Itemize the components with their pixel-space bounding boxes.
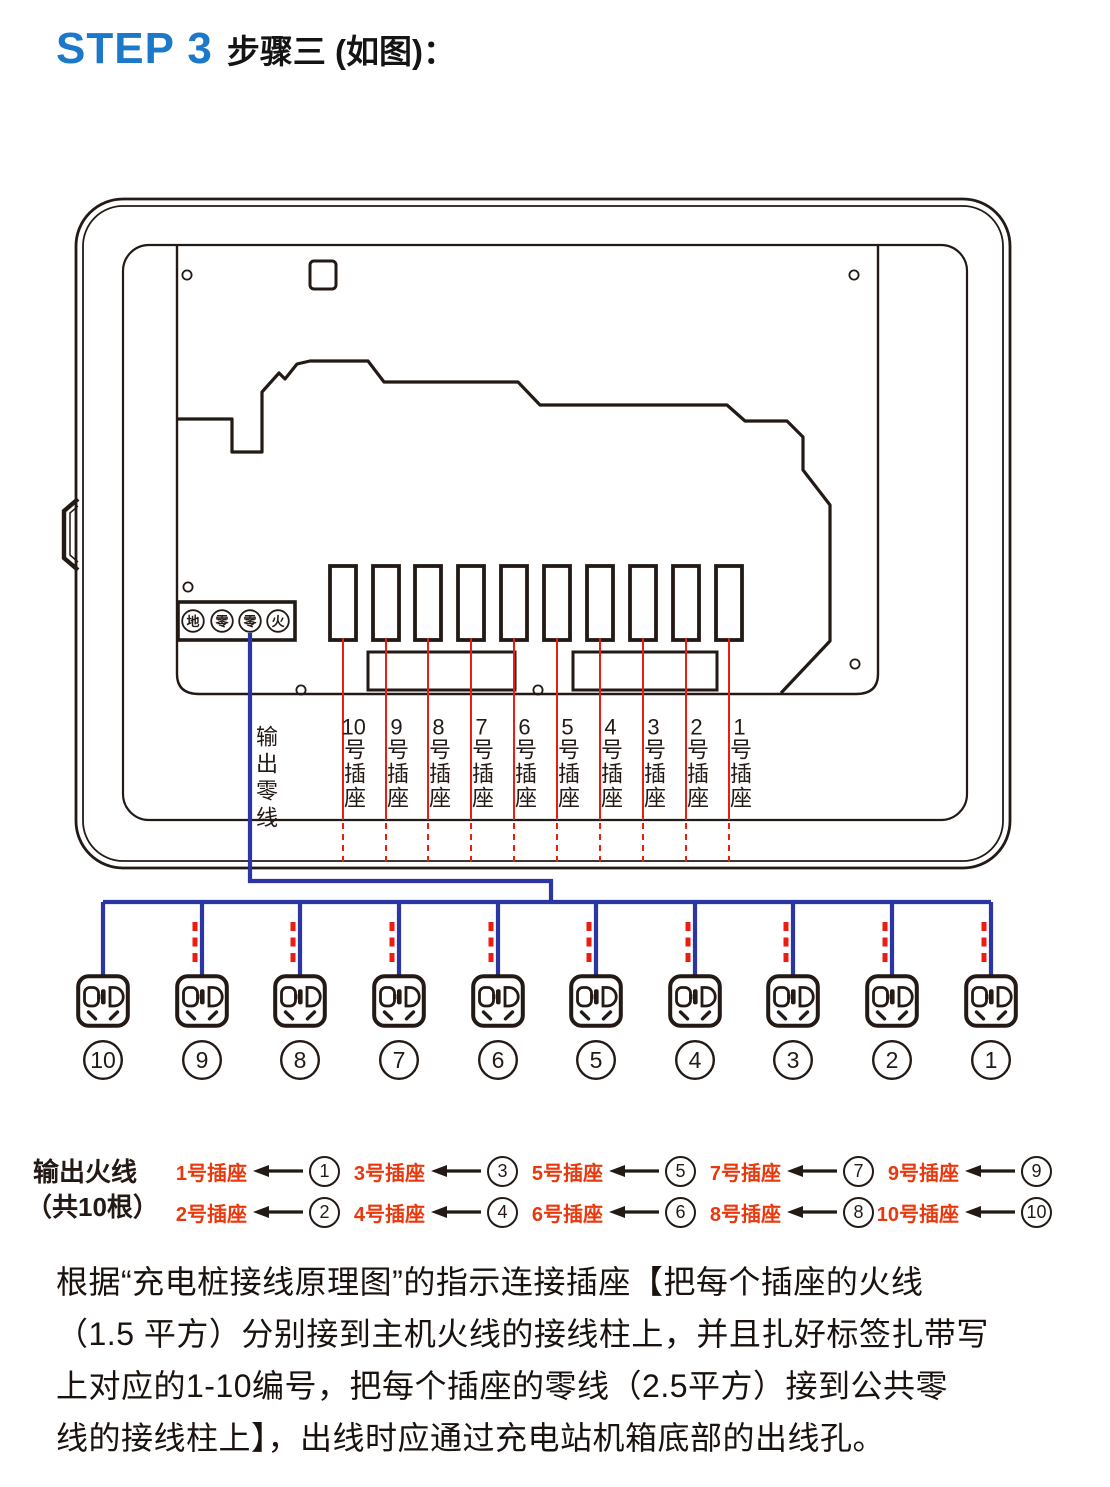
socket-icon (76, 974, 130, 1028)
neutral-feed-wire (247, 633, 554, 902)
socket-number-circles: 10 9 8 7 6 5 4 3 2 1 (82, 1039, 1012, 1080)
circled-number: 6 (665, 1196, 696, 1228)
left-arrow-icon (609, 1165, 659, 1177)
neutral-wire-label: 输出零线 (253, 725, 278, 833)
circled-number: 4 (487, 1196, 518, 1228)
socket-number: 5 (590, 1047, 603, 1073)
legend-line1: 输出火线 (33, 1157, 138, 1187)
circled-number: 10 (1021, 1196, 1052, 1228)
left-arrow-icon (787, 1206, 837, 1218)
socket-icon (865, 974, 919, 1028)
slot-label-7: 7号插座 (469, 716, 494, 810)
mapping-item: 1号插座 1 (172, 1152, 350, 1190)
slot-label-1: 1号插座 (727, 716, 752, 810)
slot-label-9: 9号插座 (384, 716, 409, 810)
step-subtitle: 步骤三 (如图)： (226, 33, 456, 70)
slot-label-6: 6号插座 (512, 716, 537, 810)
left-arrow-icon (787, 1165, 837, 1177)
mount-panel (175, 245, 880, 696)
terminal-label-live: 火 (271, 614, 285, 629)
mapping-item: 3号插座 3 (350, 1152, 528, 1190)
paragraph-line: 上对应的1-10编号，把每个插座的零线（2.5平方）接到公共零 (56, 1368, 949, 1404)
socket-icon (766, 974, 820, 1028)
terminal-label-neutral2: 零 (242, 614, 257, 629)
socket-number: 6 (492, 1047, 505, 1073)
mapping-item: 10号插座 10 (877, 1193, 1062, 1231)
socket-icon (964, 974, 1018, 1028)
circled-number: 7 (843, 1155, 874, 1187)
slot-covers (366, 650, 719, 692)
circled-number: 2 (309, 1196, 340, 1228)
socket-icon (668, 974, 722, 1028)
live-wire-legend: 输出火线 （共10根） (26, 1155, 159, 1225)
screw-holes (181, 269, 861, 696)
socket-icon (471, 974, 525, 1028)
paragraph-line: 线的接线柱上】，出线时应通过充电站机箱底部的出线孔。 (56, 1420, 886, 1456)
device-shell (61, 197, 1012, 870)
mapping-item: 6号插座 6 (528, 1193, 706, 1231)
paragraph-line: （1.5 平方）分别接到主机火线的接线柱上，并且扎好标签扎带写 (56, 1316, 989, 1352)
left-arrow-icon (431, 1206, 481, 1218)
terminal-label-ground: 地 (186, 614, 199, 629)
neutral-wire-blue (100, 633, 994, 975)
socket-live-stubs-red (192, 922, 987, 968)
socket-number: 9 (196, 1047, 209, 1073)
inner-door-frame (121, 243, 969, 822)
left-arrow-icon (965, 1206, 1015, 1218)
step-number-label: STEP 3 (56, 24, 213, 73)
socket-number: 8 (294, 1047, 307, 1073)
circled-number: 3 (487, 1155, 518, 1187)
circled-number: 8 (843, 1196, 874, 1228)
mapping-item: 9号插座 9 (884, 1152, 1062, 1190)
legend-line2: （共10根） (26, 1192, 159, 1222)
left-arrow-icon (965, 1165, 1015, 1177)
wiring-diagram: 地 零 零 火 (61, 197, 1018, 1080)
socket-number: 2 (886, 1047, 899, 1073)
socket-icon (273, 974, 327, 1028)
circled-number: 1 (309, 1155, 340, 1187)
socket-row (76, 974, 1018, 1028)
wire-slots (328, 564, 744, 642)
socket-number: 3 (787, 1047, 800, 1073)
slot-label-5: 5号插座 (555, 716, 580, 810)
left-arrow-icon (431, 1165, 481, 1177)
instruction-paragraph: 根据“充电桩接线原理图”的指示连接插座【把每个插座的火线 （1.5 平方）分别接… (56, 1256, 1076, 1464)
terminal-label-neutral1: 零 (214, 614, 229, 629)
slot-label-10: 10号插座 (341, 716, 366, 810)
mapping-item: 7号插座 7 (706, 1152, 884, 1190)
socket-number: 7 (393, 1047, 406, 1073)
page-title: STEP 3 步骤三 (如图)： (56, 24, 456, 74)
slot-label-4: 4号插座 (598, 716, 623, 810)
terminal-block: 地 零 零 火 (176, 600, 297, 642)
socket-icon (175, 974, 229, 1028)
slot-label-2: 2号插座 (684, 716, 709, 810)
paragraph-line: 根据“充电桩接线原理图”的指示连接插座【把每个插座的火线 (56, 1264, 924, 1300)
socket-number: 10 (90, 1047, 116, 1073)
left-hinge-tab (61, 497, 80, 572)
circled-number: 9 (1021, 1155, 1052, 1187)
left-arrow-icon (253, 1165, 303, 1177)
mapping-item: 4号插座 4 (350, 1193, 528, 1231)
live-wires-red (342, 638, 730, 862)
pcb-outline (177, 359, 832, 695)
left-arrow-icon (609, 1206, 659, 1218)
top-slot-hole (308, 259, 338, 291)
slot-label-8: 8号插座 (426, 716, 451, 810)
mapping-item: 2号插座 2 (172, 1193, 350, 1231)
mapping-item: 5号插座 5 (528, 1152, 706, 1190)
socket-number: 4 (689, 1047, 702, 1073)
circled-number: 5 (665, 1155, 696, 1187)
socket-icon (569, 974, 623, 1028)
socket-mapping-grid: 1号插座 1 3号插座 3 5号插座 5 7号插座 7 9号插座 9 2号插座 … (172, 1152, 1062, 1231)
mapping-item: 8号插座 8 (706, 1193, 884, 1231)
left-arrow-icon (253, 1206, 303, 1218)
socket-number: 1 (985, 1047, 998, 1073)
slot-label-3: 3号插座 (641, 716, 666, 810)
socket-icon (372, 974, 426, 1028)
